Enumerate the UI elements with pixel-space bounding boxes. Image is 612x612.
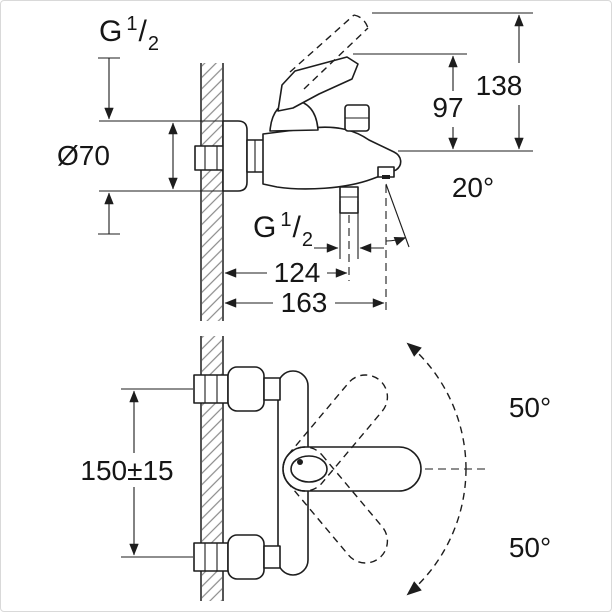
- label-total-height: 138: [476, 70, 523, 101]
- label-projection-total: 163: [281, 287, 328, 318]
- dim-handle-height: 97: [353, 53, 533, 152]
- dim-inlet-spacing: 150±15: [80, 388, 193, 558]
- inlet-upper: [193, 366, 281, 412]
- label-swivel-lower: 50°: [509, 532, 551, 563]
- lever-handle: [277, 56, 359, 112]
- dim-projection-total: 163: [224, 287, 385, 318]
- union-nut: [246, 139, 265, 173]
- dim-projection-outlet: 124: [224, 215, 350, 288]
- spout-aerator: [377, 166, 395, 179]
- shower-outlet-nipple: [339, 186, 359, 214]
- dim-spout-angle: 20°: [385, 172, 494, 311]
- label-swivel-upper: 50°: [509, 392, 551, 423]
- label-handle-height: 97: [432, 92, 463, 123]
- faucet-plan-view: [193, 366, 422, 580]
- label-inlet-spacing: 150±15: [80, 455, 173, 486]
- handle-plan: [282, 446, 422, 492]
- faucet-side-view: [194, 56, 402, 214]
- label-projection-outlet: 124: [274, 257, 321, 288]
- lever-raised-dashed: [289, 14, 369, 90]
- diverter-knob: [344, 104, 370, 132]
- handle-swivel-dashed: 50° 50°: [282, 342, 551, 596]
- mixer-body: [262, 126, 402, 190]
- label-spout-angle: 20°: [452, 172, 494, 203]
- swivel-arc-lower: [406, 468, 467, 596]
- dim-flange-diameter: Ø70: [57, 120, 223, 192]
- inlet-lower: [193, 534, 281, 580]
- swivel-arc-upper: [406, 342, 467, 470]
- dim-total-height: 138: [372, 12, 533, 150]
- wall-flange: [222, 120, 248, 192]
- label-flange-diameter: Ø70: [57, 140, 110, 171]
- wall-section-upper: [200, 63, 224, 321]
